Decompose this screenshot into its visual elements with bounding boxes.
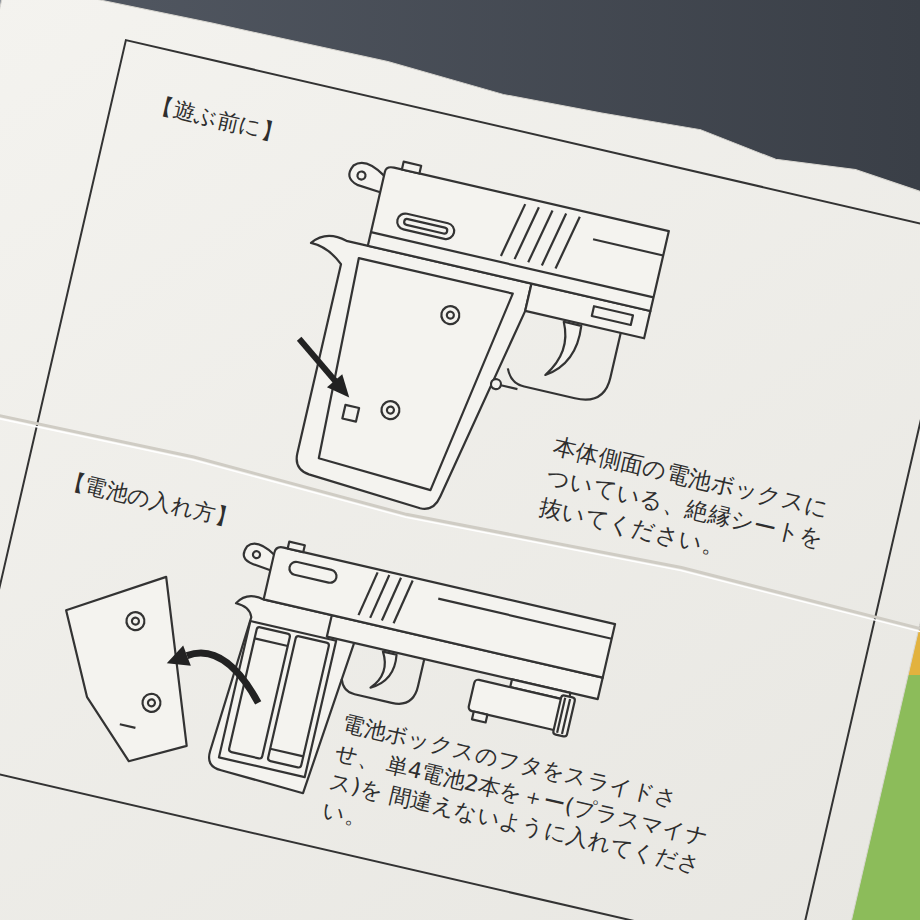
serration: [501, 201, 525, 258]
pointer-arrow: [289, 339, 360, 398]
grip-panel: [312, 258, 513, 498]
slide-line: [438, 599, 611, 639]
pin: [490, 378, 502, 390]
rear-sight: [288, 542, 305, 552]
rear-sight: [402, 162, 421, 174]
battery-line: [270, 749, 303, 757]
screw: [440, 304, 462, 326]
hammer-hole: [357, 171, 367, 181]
slide-slot: [288, 561, 338, 584]
slide-line: [593, 239, 663, 255]
knurl: [562, 699, 570, 734]
cover-arrow: [163, 643, 267, 703]
screw: [380, 399, 402, 421]
insulation-tab: [342, 405, 359, 422]
minus-mark: [120, 724, 136, 728]
battery: [267, 636, 329, 768]
arrow-head: [326, 372, 354, 398]
arrow-head: [167, 643, 195, 669]
screw-center: [446, 311, 454, 319]
flashlight: [468, 679, 565, 731]
arrow-shaft: [180, 649, 266, 703]
hammer-hole: [252, 550, 260, 558]
trigger-guard: [505, 310, 621, 405]
serration: [556, 214, 580, 271]
battery-box: [219, 621, 336, 777]
serration: [394, 578, 413, 625]
pin-line: [501, 385, 518, 389]
trigger-guard: [339, 642, 424, 708]
battery-line: [255, 638, 288, 646]
arrow-shaft: [292, 339, 344, 382]
screw-center: [147, 699, 155, 707]
light-switch: [472, 712, 487, 723]
hammer-ring: [347, 160, 386, 192]
serration: [528, 208, 552, 265]
slide-slot-inner: [404, 218, 448, 234]
screw: [141, 692, 163, 714]
slide-slot: [396, 212, 456, 241]
screw: [125, 610, 147, 632]
flashlight-cap: [553, 695, 576, 737]
border-frame: [0, 40, 920, 920]
screw-center: [386, 406, 394, 414]
trigger: [545, 320, 581, 380]
dust-cover: [592, 306, 633, 325]
screw-center: [131, 617, 139, 625]
serration: [515, 205, 539, 262]
trigger: [370, 651, 397, 692]
battery-cover: [36, 557, 222, 773]
serration: [542, 211, 566, 268]
